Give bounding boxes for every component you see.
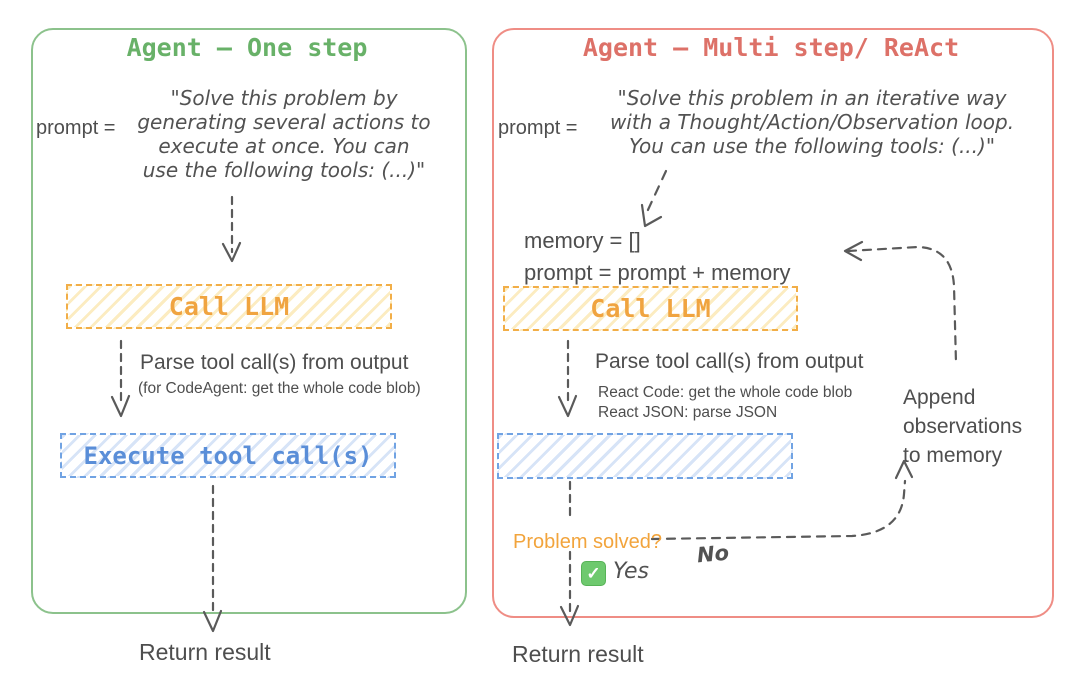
parse-note-left: (for CodeAgent: get the whole code blob)	[138, 380, 421, 397]
arrowhead-execute-to-return-left	[202, 609, 223, 633]
one-step-title: Agent – One step	[126, 33, 368, 62]
prompt-label-right: prompt =	[498, 117, 578, 139]
memory-init-label: memory = []	[524, 228, 641, 253]
no-label: No	[696, 540, 731, 568]
parse-label-left: Parse tool call(s) from output	[140, 351, 409, 374]
prompt-text-left-line: execute at once. You can	[158, 134, 410, 158]
prompt-text-right-line: with a Thought/Action/Observation loop.	[609, 110, 1015, 134]
parse-note-right-line: React Code: get the whole code blob	[598, 384, 853, 401]
react-title: Agent – Multi step/ ReAct	[582, 33, 960, 62]
call-llm-box-left: Call LLM	[66, 284, 392, 329]
execute-box-left: Execute tool call(s)	[60, 433, 396, 478]
append-line: Append	[903, 386, 976, 409]
react-panel	[492, 28, 1054, 618]
prompt-text-right-line: You can use the following tools: (...)"	[628, 134, 996, 158]
problem-solved-label: Problem solved?	[513, 531, 662, 553]
return-result-left: Return result	[139, 639, 271, 665]
prompt-text-right: "Solve this problem in an iterative way …	[566, 86, 1058, 158]
check-icon: ✓	[581, 561, 606, 586]
append-observations-label: Append observations to memory	[903, 383, 1053, 470]
prompt-text-left-line: use the following tools: (...)"	[142, 158, 426, 182]
prompt-text-left-line: "Solve this problem by	[170, 86, 398, 110]
return-result-right: Return result	[512, 641, 644, 667]
parse-note-right-line: React JSON: parse JSON	[598, 404, 778, 421]
prompt-label-left: prompt =	[36, 117, 116, 139]
append-line: observations	[903, 415, 1023, 438]
prompt-update-label: prompt = prompt + memory	[524, 260, 791, 285]
append-line: to memory	[903, 444, 1003, 467]
parse-label-right: Parse tool call(s) from output	[595, 350, 864, 373]
prompt-text-right-line: "Solve this problem in an iterative way	[617, 86, 1007, 110]
yes-label: Yes	[613, 559, 650, 584]
prompt-text-left-line: generating several actions to	[137, 110, 431, 134]
parse-note-right: React Code: get the whole code blob Reac…	[598, 383, 852, 423]
one-step-panel	[31, 28, 467, 614]
call-llm-box-right: Call LLM	[503, 286, 798, 331]
prompt-text-left: "Solve this problem by generating severa…	[104, 86, 464, 182]
execute-box-right	[497, 433, 793, 479]
